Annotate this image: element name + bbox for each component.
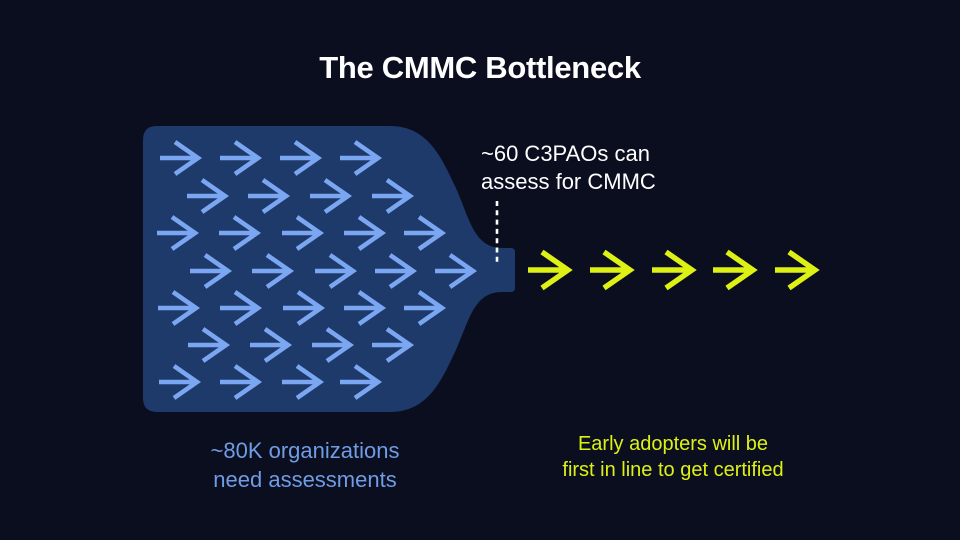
- c3pao-capacity-label: ~60 C3PAOs can assess for CMMC: [481, 140, 656, 196]
- inflow-arrow-icon: [220, 364, 263, 400]
- inflow-arrow-icon: [160, 140, 203, 176]
- inflow-arrow-icon: [372, 178, 415, 214]
- outflow-arrow-icon: [652, 249, 697, 291]
- inflow-arrow-icon: [250, 327, 293, 363]
- inflow-arrow-icon: [248, 178, 291, 214]
- c3pao-capacity-label-line1: ~60 C3PAOs can: [481, 141, 650, 166]
- inflow-arrow-icon: [344, 290, 387, 326]
- outflow-arrow-icon: [713, 249, 758, 291]
- outflow-arrow-icon: [775, 249, 820, 291]
- outflow-arrows: [528, 249, 820, 291]
- inflow-arrow-icon: [283, 290, 326, 326]
- inflow-arrow-icon: [372, 327, 415, 363]
- outflow-arrow-icon: [590, 249, 635, 291]
- inflow-arrow-icon: [190, 253, 233, 289]
- page-title: The CMMC Bottleneck: [319, 50, 641, 85]
- early-adopters-label-line1: Early adopters will be: [577, 433, 769, 455]
- inflow-arrow-icon: [157, 215, 200, 251]
- inflow-arrow-icon: [310, 178, 353, 214]
- inflow-arrow-icon: [435, 253, 478, 289]
- inflow-arrow-icon: [312, 327, 355, 363]
- inflow-arrow-icon: [340, 364, 383, 400]
- organizations-label: ~80K organizations need assessments: [155, 436, 455, 494]
- inflow-arrow-icon: [375, 253, 418, 289]
- outflow-arrow-icon: [528, 249, 573, 291]
- inflow-arrow-icon: [282, 364, 325, 400]
- early-adopters-label-line2: first in line to get certified: [562, 459, 784, 481]
- inflow-arrow-icon: [282, 215, 325, 251]
- organizations-label-line1: ~80K organizations: [210, 438, 400, 463]
- inflow-arrow-icon: [404, 215, 447, 251]
- inflow-arrow-icon: [158, 290, 201, 326]
- inflow-arrows: [157, 140, 478, 400]
- inflow-arrow-icon: [252, 253, 295, 289]
- inflow-arrow-icon: [220, 140, 263, 176]
- inflow-arrow-icon: [344, 215, 387, 251]
- inflow-arrow-icon: [315, 253, 358, 289]
- inflow-arrow-icon: [159, 364, 202, 400]
- c3pao-capacity-label-line2: assess for CMMC: [481, 169, 656, 194]
- inflow-arrow-icon: [340, 140, 383, 176]
- inflow-arrow-icon: [280, 140, 323, 176]
- early-adopters-label: Early adopters will be first in line to …: [523, 431, 823, 483]
- inflow-arrow-icon: [404, 290, 447, 326]
- inflow-arrow-icon: [219, 215, 262, 251]
- inflow-arrow-icon: [187, 178, 230, 214]
- inflow-arrow-icon: [188, 327, 231, 363]
- organizations-label-line2: need assessments: [213, 467, 397, 492]
- inflow-arrow-icon: [220, 290, 263, 326]
